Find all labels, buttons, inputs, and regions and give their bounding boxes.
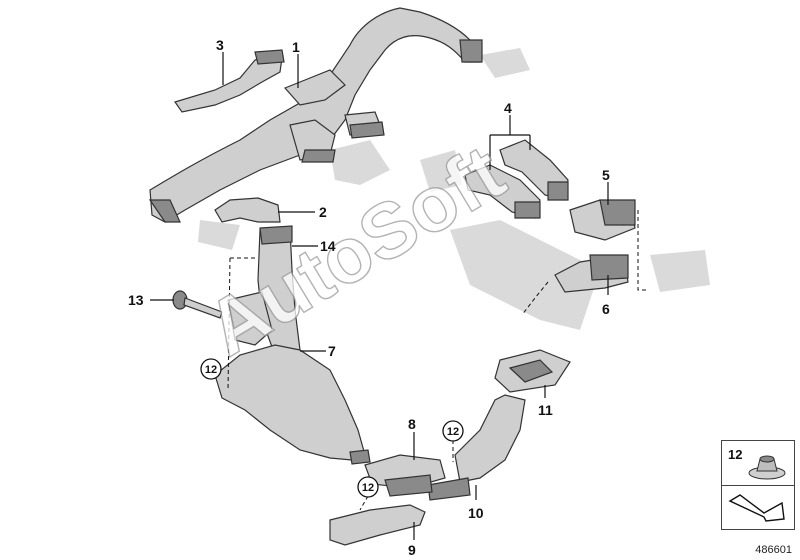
label-part-12-b: 12 [447,426,459,438]
label-part-11: 11 [538,402,553,418]
part-10-duct [427,394,526,501]
part-11-bracket [494,349,571,393]
part-3-duct [174,49,285,113]
label-part-6: 6 [602,301,610,317]
part-2-adapter [214,197,281,223]
leader-lines [150,52,609,540]
inset-divider [722,485,794,486]
label-part-14: 14 [320,238,336,254]
image-id: 486601 [755,544,792,556]
part-14-7-vertical-duct [227,225,301,356]
circle-12-a [200,358,222,380]
label-part-13: 13 [128,292,144,308]
label-part-1: 1 [292,39,300,55]
label-part-5: 5 [602,167,610,183]
part-4-vent-ducts [464,139,569,219]
ghost-parts [198,48,710,330]
part-6-vent [554,254,629,293]
circled-labels: 12 12 12 [200,358,464,498]
inset-part-number: 12 [728,447,743,462]
inset-box: 12 [721,440,795,530]
label-part-8: 8 [408,416,416,432]
label-part-7: 7 [328,343,336,359]
label-part-9: 9 [408,542,416,558]
part-9-duct [329,504,426,546]
arrow-shape-icon [728,494,785,522]
label-part-4: 4 [504,100,512,116]
part-labels: 1 3 2 4 5 6 14 13 7 11 8 10 9 [128,37,610,558]
part-13-clip [172,290,223,319]
part-floor-duct-left [214,344,371,465]
label-part-12-c: 12 [362,482,374,494]
circle-12-b [442,420,464,442]
label-part-12-a: 12 [205,364,217,376]
part-1-main-duct [148,7,483,223]
label-part-3: 3 [216,37,224,53]
label-part-10: 10 [468,505,484,521]
dashed-lines [227,210,648,511]
circle-12-c [357,476,379,498]
label-part-2: 2 [319,204,327,220]
clip-nut-icon [748,455,786,480]
part-5-vent [569,199,636,241]
